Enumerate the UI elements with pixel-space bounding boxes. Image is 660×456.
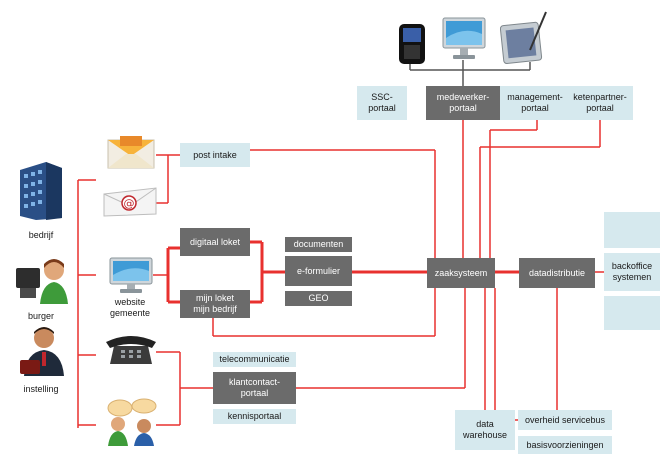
- telephone-icon: [106, 336, 156, 364]
- smartphone-icon: [399, 24, 425, 64]
- tablet-pen-icon: [500, 11, 547, 64]
- email-at-icon: @: [103, 187, 157, 217]
- citizen-at-computer-icon: [16, 259, 68, 304]
- government-service-bus-box[interactable]: overheid servicebus: [518, 410, 612, 430]
- management-portal-box[interactable]: management- portaal: [500, 86, 570, 120]
- mail-envelope-icon: [107, 136, 155, 169]
- geo-box[interactable]: GEO: [285, 291, 352, 306]
- case-system-box[interactable]: zaaksysteem: [427, 258, 495, 288]
- actor-label-institution: instelling: [23, 384, 59, 394]
- conversation-people-icon: [107, 398, 157, 446]
- institution-person-icon: [20, 327, 64, 376]
- actor-label-citizen: burger: [27, 311, 55, 321]
- data-warehouse-box[interactable]: data warehouse: [455, 410, 515, 450]
- base-facilities-box[interactable]: basisvoorzieningen: [518, 436, 612, 454]
- ssc-portal-box[interactable]: SSC- portaal: [357, 86, 407, 120]
- post-intake-box[interactable]: post intake: [180, 143, 250, 167]
- documents-box[interactable]: documenten: [285, 237, 352, 252]
- channel-label-website: website gemeente: [109, 297, 151, 318]
- backoffice-slot-bottom: [604, 296, 660, 330]
- data-distribution-box[interactable]: datadistributie: [519, 258, 595, 288]
- backoffice-systems-box[interactable]: backoffice systemen: [604, 253, 660, 291]
- chain-partner-portal-box[interactable]: ketenpartner- portaal: [567, 86, 633, 120]
- actor-label-company: bedrijf: [28, 230, 54, 240]
- monitor-icon: [442, 17, 486, 59]
- backoffice-slot-top: [604, 212, 660, 248]
- office-building-icon: [20, 162, 62, 220]
- svg-text:@: @: [124, 197, 135, 210]
- knowledge-portal-box[interactable]: kennisportaal: [213, 409, 296, 424]
- my-desk-box[interactable]: mijn loket mijn bedrijf: [180, 290, 250, 318]
- employee-portal-box[interactable]: medewerker- portaal: [426, 86, 500, 120]
- website-monitor-icon: [109, 257, 153, 293]
- e-form-box[interactable]: e-formulier: [285, 256, 352, 286]
- digital-desk-box[interactable]: digitaal loket: [180, 228, 250, 256]
- customer-contact-portal-box[interactable]: klantcontact- portaal: [213, 372, 296, 404]
- telecommunication-box[interactable]: telecommunicatie: [213, 352, 296, 367]
